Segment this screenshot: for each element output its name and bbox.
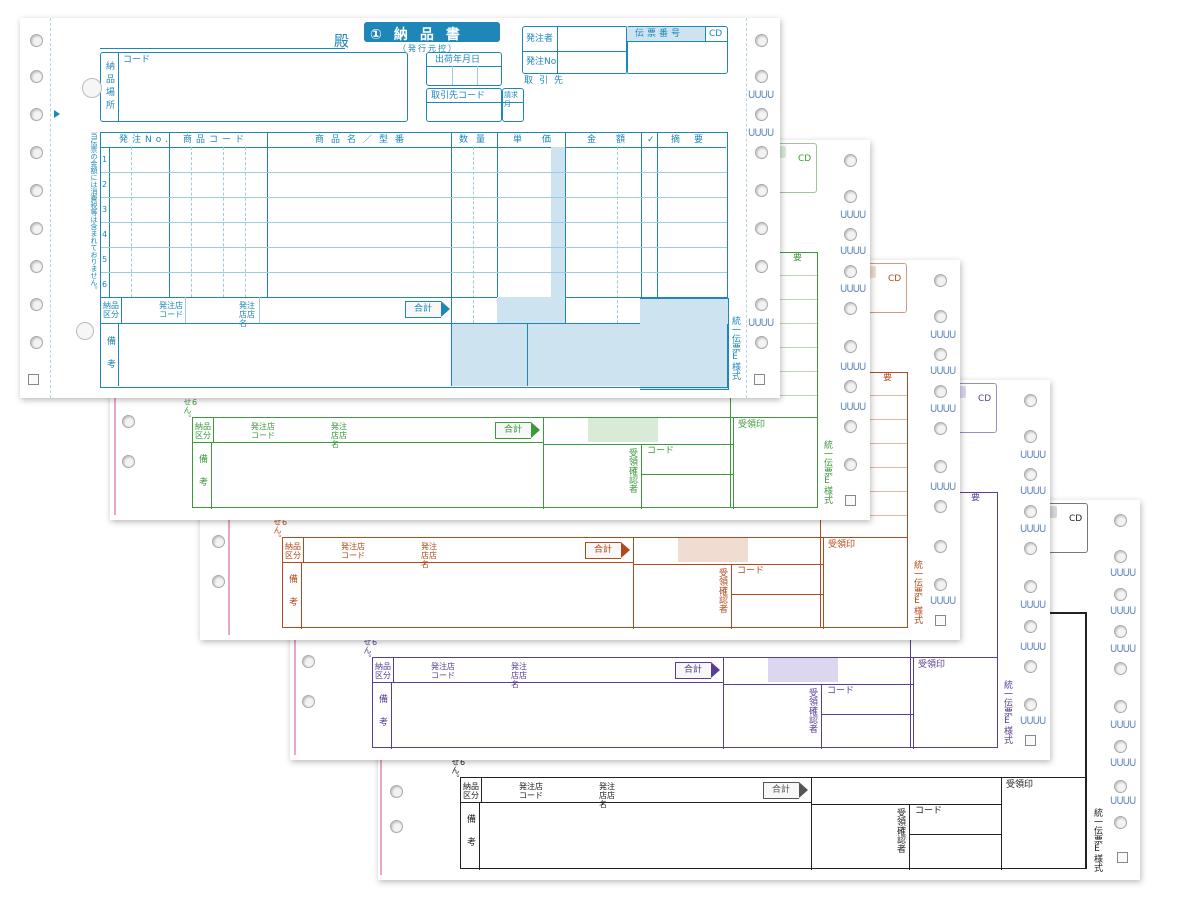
total-button-1: 合計 — [405, 301, 450, 318]
doc-title: ①納品書 — [364, 22, 500, 43]
ship-date-box: 出荷年月日 — [426, 52, 502, 86]
row-number: 5 — [102, 255, 108, 264]
order-person-box: 発注者 発注No. — [522, 26, 628, 74]
sen-text-5: せん。 — [451, 758, 460, 782]
col-remarks: 摘要 — [671, 135, 718, 145]
delivery-kubun: 納品区分 — [463, 782, 479, 800]
bottom-frame-2: 納品区分 発注店コード 発注店店名 合計 備考 受領確認者 コード 受領印 — [192, 417, 818, 509]
torihikisaki-label: 取引先 — [524, 76, 570, 86]
row-number: 6 — [102, 280, 108, 289]
col-product-name: 商品名／型番 — [315, 135, 412, 145]
total-button-5: 合計 — [763, 782, 808, 799]
billing-month-box: 請求月 — [502, 88, 524, 122]
sheet-1: 殿 ①納品書 （発行元控） 発注者 発注No. 取引先 伝票番号 CD 納品場所… — [20, 18, 780, 398]
store-name: 発注店店名 — [599, 782, 615, 809]
total-button-2: 合計 — [495, 422, 540, 439]
dono-label: 殿 — [334, 32, 350, 50]
row-number: 3 — [102, 205, 108, 214]
row-number: 4 — [102, 230, 108, 239]
partner-code-box: 取引先コード — [426, 88, 502, 122]
code-label-5: コード — [915, 806, 943, 816]
total-button-3: 合計 — [585, 542, 630, 559]
row-number: 1 — [102, 155, 108, 164]
delivery-place-box: 納品場所 コード — [100, 52, 408, 122]
receipt-seal-5: 受領印 — [1006, 780, 1034, 790]
bikou-label: 備考 — [465, 814, 475, 860]
col-order-no: 発注No. — [119, 135, 172, 145]
bottom-frame-4: 納品区分 発注店コード 発注店店名 合計 備考 受領確認者 コード 受領印 — [372, 657, 998, 749]
sheet-5-right-frame — [1025, 612, 1087, 869]
items-table: 発注No. 商品コード 商品名／型番 数量 単価 金額 ✓ 摘要 — [100, 132, 728, 328]
sub-title: （発行元控） — [398, 44, 458, 53]
remarks-box: 備考 — [100, 324, 728, 388]
style-label-1: 統一伝票E様式 — [730, 316, 740, 380]
style-label-5: 統一伝票E様式 — [1092, 808, 1102, 872]
store-code: 発注店コード — [519, 782, 543, 800]
tax-note: 当伝票の金額には消費税等は含まれておりません。 — [90, 132, 98, 293]
cd-label: CD — [1069, 514, 1083, 524]
slip-number-box: 伝票番号 CD — [626, 26, 728, 74]
bottom-frame-3: 納品区分 発注店コード 発注店店名 合計 備考 受領確認者 コード 受領印 — [282, 537, 908, 629]
total-button-4: 合計 — [675, 662, 720, 679]
bottom-frame-5: 納品区分 発注店コード 発注店店名 合計 備考 受領確認者 コード 受領印 — [460, 777, 1087, 870]
receipt-confirm-5: 受領確認者 — [895, 808, 905, 853]
col-check: ✓ — [647, 135, 655, 145]
col-unit-price: 単価 — [513, 135, 572, 145]
col-amount: 金額 — [587, 135, 646, 145]
col-product-code: 商品コード — [183, 135, 249, 145]
row-number: 2 — [102, 180, 108, 189]
col-qty: 数量 — [459, 135, 494, 145]
